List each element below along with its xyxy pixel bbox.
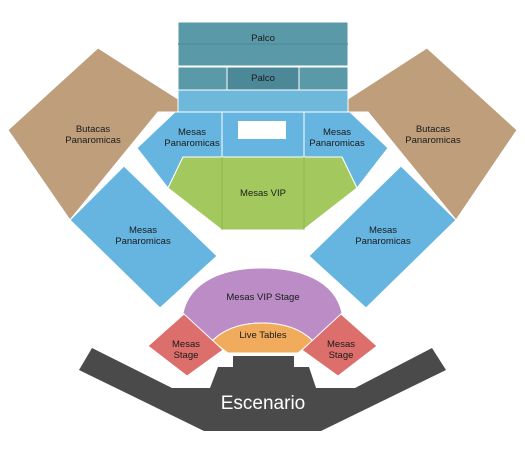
label-butacas-right-2: Panaromicas	[405, 135, 461, 146]
section-mesas-stage-right[interactable]	[301, 313, 378, 377]
label-mesas-pan-lr-1: Mesas	[369, 225, 397, 236]
label-mesas-pan-ur-2: Panaromicas	[309, 138, 365, 149]
label-palco-lower: Palco	[251, 73, 275, 84]
label-mesas-stage-right-1: Mesas	[327, 339, 355, 350]
label-mesas-stage-right-2: Stage	[329, 350, 354, 361]
section-mesas-stage-left[interactable]	[147, 313, 224, 377]
label-mesas-pan-ul-1: Mesas	[178, 127, 206, 138]
label-palco-upper: Palco	[251, 33, 275, 44]
label-butacas-left-1: Butacas	[76, 124, 111, 135]
label-escenario: Escenario	[221, 393, 306, 414]
label-mesas-pan-lr-2: Panaromicas	[355, 236, 411, 247]
section-mesas-pan-lower-right[interactable]	[308, 165, 457, 309]
label-mesas-pan-ll-2: Panaromicas	[115, 236, 171, 247]
label-live-tables: Live Tables	[239, 330, 287, 341]
center-upper-window	[238, 121, 286, 139]
section-mesas-vip[interactable]	[167, 156, 358, 231]
label-mesas-pan-ur-1: Mesas	[323, 127, 351, 138]
label-butacas-right-1: Butacas	[416, 124, 451, 135]
label-mesas-stage-left-2: Stage	[174, 350, 199, 361]
label-mesas-pan-ul-2: Panaromicas	[164, 138, 220, 149]
label-butacas-left-2: Panaromicas	[65, 135, 121, 146]
label-mesas-vip-stage: Mesas VIP Stage	[226, 292, 299, 303]
label-mesas-vip: Mesas VIP	[240, 188, 286, 199]
label-mesas-pan-ll-1: Mesas	[129, 225, 157, 236]
section-mesas-pan-lower-left[interactable]	[69, 165, 218, 309]
label-mesas-stage-left-1: Mesas	[172, 339, 200, 350]
section-palco-strip[interactable]	[177, 89, 349, 113]
section-escenario[interactable]	[79, 348, 446, 431]
